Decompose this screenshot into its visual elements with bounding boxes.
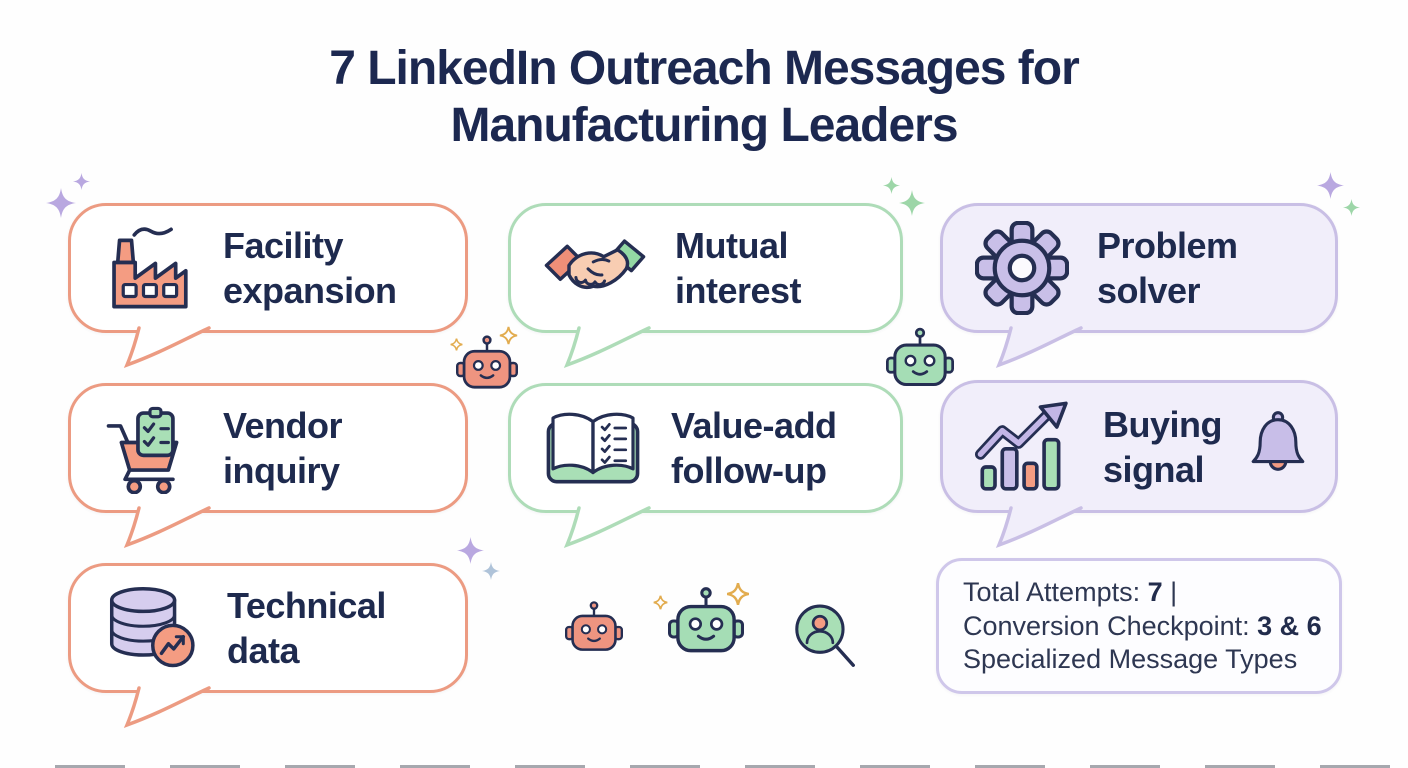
stats-card: Total Attempts: 7 | Conversion Checkpoin… <box>936 558 1342 694</box>
bubble-label: Value-add follow-up <box>671 403 837 493</box>
sparkle-icon <box>46 188 76 223</box>
bubble-problem-solver: Problem solver <box>940 203 1338 369</box>
bubble-label-line1: Vendor <box>223 405 343 446</box>
bubble-value-add-follow-up: Value-add follow-up <box>508 383 903 549</box>
bubble-label-line2: data <box>227 630 300 671</box>
bubble-label: Facility expansion <box>223 223 397 313</box>
person-magnifier-icon <box>790 602 858 675</box>
factory-icon <box>103 222 195 314</box>
stats-line-total-attempts: Total Attempts: 7 | <box>963 577 1178 607</box>
speech-tail <box>123 326 211 369</box>
robot-coral-icon <box>565 600 623 659</box>
robot-green-icon <box>886 326 954 395</box>
sparkle-icon <box>726 582 750 611</box>
database-trend-icon <box>103 583 199 673</box>
sparkle-icon <box>883 177 900 199</box>
bubble-label-line1: Value-add <box>671 405 837 446</box>
stats-line-specialized-types: Specialized Message Types <box>963 644 1298 674</box>
bubble-technical-data: Technical data <box>68 563 468 729</box>
sparkle-icon <box>1343 199 1360 221</box>
speech-tail <box>995 326 1083 369</box>
sparkle-icon <box>499 326 518 350</box>
speech-tail <box>123 506 211 549</box>
bubble-label-line1: Problem <box>1097 225 1238 266</box>
sparkle-icon <box>653 595 668 615</box>
bubble-label: Technical data <box>227 583 386 673</box>
bubble-label-line1: Mutual <box>675 225 788 266</box>
bubble-mutual-interest: Mutual interest <box>508 203 903 369</box>
gear-icon <box>975 221 1069 315</box>
sparkle-icon <box>457 537 484 569</box>
bubble-label-line2: inquiry <box>223 450 340 491</box>
open-book-checklist-icon <box>543 406 643 490</box>
bell-icon <box>1247 409 1309 484</box>
sparkle-icon <box>899 190 925 221</box>
bubble-buying-signal: Buying signal <box>940 380 1338 549</box>
handshake-icon <box>543 227 647 309</box>
sparkle-icon <box>482 562 500 585</box>
speech-tail <box>563 506 651 549</box>
bubble-label: Vendor inquiry <box>223 403 343 493</box>
bubble-label-line2: follow-up <box>671 450 827 491</box>
bubble-vendor-inquiry: Vendor inquiry <box>68 383 468 549</box>
bubble-label-line2: signal <box>1103 448 1205 490</box>
bubble-label-line1: Buying <box>1103 403 1223 445</box>
bubble-label-line1: Technical <box>227 585 386 626</box>
page-title-line2: Manufacturing Leaders <box>450 99 958 152</box>
bottom-edge-artifact <box>55 765 1408 768</box>
speech-tail <box>563 326 651 369</box>
bubble-label: Mutual interest <box>675 223 802 313</box>
page-title-line1: 7 LinkedIn Outreach Messages for <box>329 42 1080 95</box>
bubble-label: Buying signal <box>1103 402 1223 492</box>
bubble-label: Problem solver <box>1097 223 1238 313</box>
sparkle-icon <box>450 338 463 356</box>
robot-coral-icon <box>456 334 518 397</box>
cart-checklist-icon <box>103 402 195 494</box>
robot-green-icon <box>668 585 744 662</box>
speech-tail <box>995 506 1083 549</box>
stats-line-conversion-checkpoint: Conversion Checkpoint: 3 & 6 <box>963 610 1322 641</box>
bubble-label-line2: solver <box>1097 270 1201 311</box>
sparkle-icon <box>1317 172 1344 204</box>
growth-chart-icon <box>975 401 1075 493</box>
bubble-label-line2: expansion <box>223 270 397 311</box>
bubble-facility-expansion: Facility expansion <box>68 203 468 369</box>
page-title: 7 LinkedIn Outreach Messages for Manufac… <box>0 40 1408 154</box>
speech-tail <box>123 686 211 729</box>
bubble-label-line2: interest <box>675 270 802 311</box>
bubble-label-line1: Facility <box>223 225 344 266</box>
sparkle-icon <box>73 173 90 195</box>
